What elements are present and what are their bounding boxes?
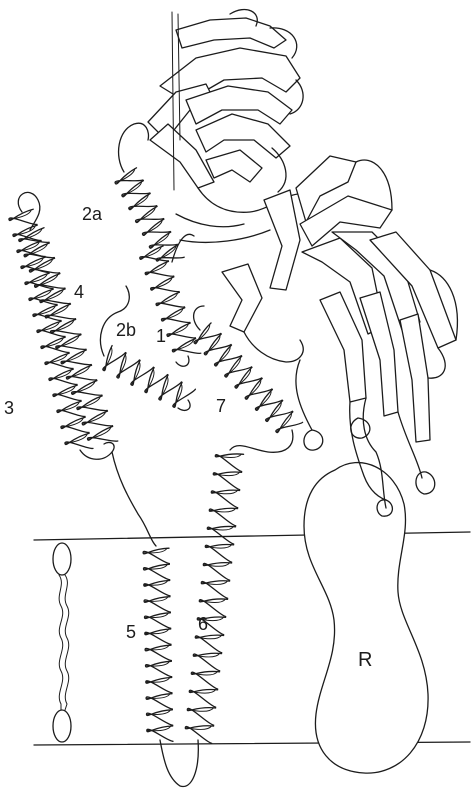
beta-sheet-domain [148, 10, 457, 517]
label-helix-2a: 2a [82, 204, 103, 224]
helix-5 [143, 548, 173, 741]
helix-6 [185, 454, 243, 743]
helix-3 [9, 209, 93, 448]
helix-1 [140, 246, 201, 353]
helix-3-turn [57, 401, 85, 416]
label-helix-2b: 2b [116, 320, 136, 340]
helix-3-turn [21, 257, 49, 272]
label-helix-7: 7 [216, 396, 226, 416]
helix-3-turn [9, 209, 37, 224]
lipid-schematic [53, 543, 71, 742]
helix-loops [18, 123, 293, 786]
label-helix-5: 5 [126, 622, 136, 642]
helix-3-turn [65, 433, 93, 448]
label-helix-3: 3 [4, 398, 14, 418]
label-helix-4: 4 [74, 282, 84, 302]
helix-2b [103, 346, 196, 408]
helix-3-turn [53, 385, 81, 400]
receptor-r [304, 463, 428, 774]
label-receptor-r: R [358, 649, 372, 671]
label-helix-6: 6 [198, 614, 208, 634]
label-helix-1: 1 [156, 326, 166, 346]
